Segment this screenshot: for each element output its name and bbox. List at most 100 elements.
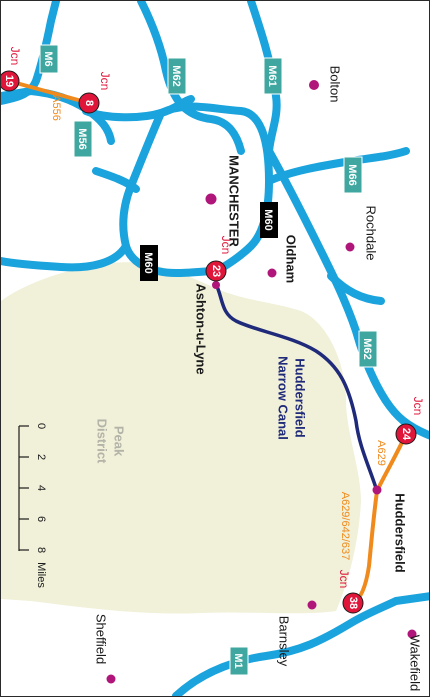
junction-8-number: 8 <box>83 100 95 106</box>
huddersfield-narrow-canal <box>214 282 379 493</box>
barnsley-dot <box>307 600 317 610</box>
rochdale-dot <box>345 242 355 252</box>
canal-label: Huddersfield Narrow Canal <box>276 356 308 440</box>
wakefield-dot <box>407 629 417 639</box>
m62-east-road <box>265 147 429 440</box>
oldham-label: Oldham <box>284 235 299 283</box>
junction-23-number: 23 <box>210 265 222 277</box>
ashton-dot <box>212 281 220 289</box>
place-labels: MANCHESTER Oldham Ashton-u-Lyne Huddersf… <box>94 66 423 692</box>
a629-642-637-label: A629/642/637 <box>339 492 351 561</box>
ashton-label: Ashton-u-Lyne <box>194 283 209 374</box>
m6-sign-label: M6 <box>42 51 54 66</box>
sheffield-label: Sheffield <box>94 614 109 664</box>
m60-ring-north <box>157 102 273 275</box>
m61-road <box>247 1 281 155</box>
m602-road <box>92 167 140 193</box>
bolton-label: Bolton <box>328 66 343 103</box>
m62-east-sign-label: M62 <box>361 338 373 359</box>
junction-19-number: 19 <box>3 75 15 87</box>
m62-east-sign-box <box>358 330 378 368</box>
m60-sign-east-box <box>260 202 278 238</box>
m60-sign-west: M60 <box>140 245 158 281</box>
sheffield-dot <box>106 674 116 684</box>
m66-sign: M66 <box>343 156 363 194</box>
motorway-signs: M6 M56 M62 M61 M60 M60 M66 M62 <box>39 44 378 676</box>
m60-sign-west-box <box>140 245 158 281</box>
a556-label: A556 <box>50 95 62 121</box>
m1-road <box>172 592 429 696</box>
junction-8-label: Jcn <box>98 72 112 91</box>
barnsley-label: Barnsley <box>277 616 292 667</box>
scale-label-4: 4 <box>35 485 47 491</box>
m66-sign-box <box>343 156 363 194</box>
junction-38-label: Jcn <box>337 570 351 589</box>
m62-west-road <box>137 1 245 155</box>
junction-23-label: Jcn <box>219 236 233 255</box>
m60-south-road <box>1 242 130 272</box>
m56-sign-box <box>73 120 93 158</box>
scale-label-6: 6 <box>35 516 47 522</box>
huddersfield-label: Huddersfield <box>393 493 408 573</box>
canal-label-line1: Huddersfield <box>293 358 308 438</box>
town-markers <box>106 80 417 684</box>
m62-east-sign: M62 <box>358 330 378 368</box>
scale-label-0: 0 <box>35 423 47 429</box>
m61-sign-label: M61 <box>266 65 278 86</box>
bolton-dot <box>309 80 319 90</box>
m62-link-road <box>327 272 385 305</box>
m60-ring-west <box>119 109 220 277</box>
scale-unit: Miles <box>35 562 47 588</box>
wakefield-label: Wakefield <box>408 635 423 692</box>
m66-sign-label: M66 <box>346 164 358 185</box>
peak-label-line2: District <box>95 419 110 464</box>
scale-label-8: 8 <box>35 547 47 553</box>
a629-label: A629 <box>375 440 387 466</box>
m62-west-sign-box <box>167 57 187 95</box>
junction-8: 8 Jcn <box>78 72 112 114</box>
m1-sign-box <box>229 646 249 676</box>
junction-8-circle <box>78 92 100 114</box>
m1-sign: M1 <box>229 646 249 676</box>
junction-23: 23 Jcn <box>205 236 233 282</box>
huddersfield-dot <box>372 485 382 495</box>
m56-sign-label: M56 <box>76 128 88 149</box>
a556-road <box>7 79 91 105</box>
junction-19: 19 Jcn <box>1 47 22 92</box>
canal-label-line2: Narrow Canal <box>276 356 291 440</box>
m60-sign-west-label: M60 <box>142 252 154 273</box>
junction-38: 38 Jcn <box>337 570 364 614</box>
junction-38-number: 38 <box>347 597 359 609</box>
junction-24-circle <box>395 423 417 445</box>
peak-district-label: Peak District <box>95 419 127 464</box>
peak-district-area <box>1 262 361 614</box>
m62-west-sign-label: M62 <box>170 65 182 86</box>
junction-23-circle <box>205 260 227 282</box>
m6-sign-box <box>39 44 59 74</box>
m61-sign-box <box>263 57 283 95</box>
m6-sign: M6 <box>39 44 59 74</box>
m66-road <box>265 147 410 185</box>
m61-sign: M61 <box>263 57 283 95</box>
junction-38-circle <box>342 592 364 614</box>
junction-24-label: Jcn <box>411 397 425 416</box>
m60-sign-east: M60 <box>260 202 278 238</box>
m1-sign-label: M1 <box>232 653 244 668</box>
junction-19-circle <box>1 70 20 92</box>
junction-24: 24 Jcn <box>395 397 425 445</box>
m62-west-sign: M62 <box>167 57 187 95</box>
scale-label-2: 2 <box>35 454 47 460</box>
m60-sign-east-label: M60 <box>262 209 274 230</box>
oldham-dot <box>267 268 277 278</box>
junction-19-label: Jcn <box>8 47 22 66</box>
junction-24-number: 24 <box>400 428 412 441</box>
m56-sign: M56 <box>73 120 93 158</box>
junction-markers: 19 Jcn 8 Jcn 23 Jcn 24 Jcn 38 Jcn <box>1 47 425 614</box>
manchester-dot <box>205 193 217 205</box>
a-road-labels: A556 A629 A629/642/637 <box>50 95 387 560</box>
peak-label-line1: Peak <box>112 426 127 457</box>
scale-bar: 0 2 4 6 8 Miles <box>18 423 47 588</box>
